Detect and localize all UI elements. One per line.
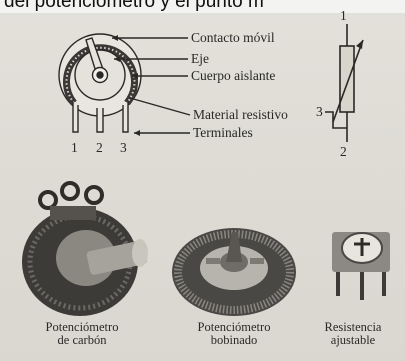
caption-wirewound-line2: bobinado: [174, 334, 294, 347]
terminal-1: [73, 102, 78, 132]
terminal-3: [123, 102, 128, 132]
carbon-pot-lug-base: [50, 206, 96, 220]
trimmer-resistor-photo: [332, 232, 390, 300]
terminal-number-1: 1: [71, 140, 78, 156]
label-shaft: Eje: [191, 51, 209, 67]
carbon-pot-lug-3: [86, 187, 102, 203]
carbon-pot-lug-2: [62, 183, 78, 199]
terminal-number-2: 2: [96, 140, 103, 156]
shaft-center: [97, 72, 103, 78]
symbol-resistor-body: [340, 46, 354, 112]
wirewound-bracket-right: [250, 258, 264, 264]
symbol-pin-3: 3: [316, 104, 323, 120]
symbol-arrowhead: [356, 40, 363, 49]
symbol-pin-1: 1: [340, 8, 347, 24]
label-terminals: Terminales: [193, 125, 253, 141]
caption-carbon-potentiometer: Potenciómetro de carbón: [22, 321, 142, 347]
carbon-pot-shaft-end: [132, 239, 148, 267]
caption-trimmer-resistor: Resistencia ajustable: [304, 321, 402, 347]
label-insulating-body: Cuerpo aislante: [191, 68, 275, 84]
arrow-terminals: [134, 130, 140, 136]
label-moving-contact: Contacto móvil: [191, 30, 275, 46]
potentiometer-symbol: [325, 24, 363, 142]
wirewound-potentiometer-photo: [172, 228, 296, 316]
label-resistive-material: Material resistivo: [193, 107, 288, 123]
caption-wirewound-potentiometer: Potenciómetro bobinado: [174, 321, 294, 347]
caption-trimmer-line2: ajustable: [304, 334, 402, 347]
carbon-potentiometer-photo: [22, 183, 148, 316]
caption-carbon-line2: de carbón: [22, 334, 142, 347]
wirewound-bracket-left: [206, 258, 220, 264]
terminal-2: [97, 108, 103, 132]
leader-resistive-material: [130, 98, 190, 115]
trimmer-pins: [338, 272, 384, 300]
carbon-pot-lug-1: [40, 192, 56, 208]
terminal-number-3: 3: [120, 140, 127, 156]
symbol-pin-2: 2: [340, 144, 347, 160]
